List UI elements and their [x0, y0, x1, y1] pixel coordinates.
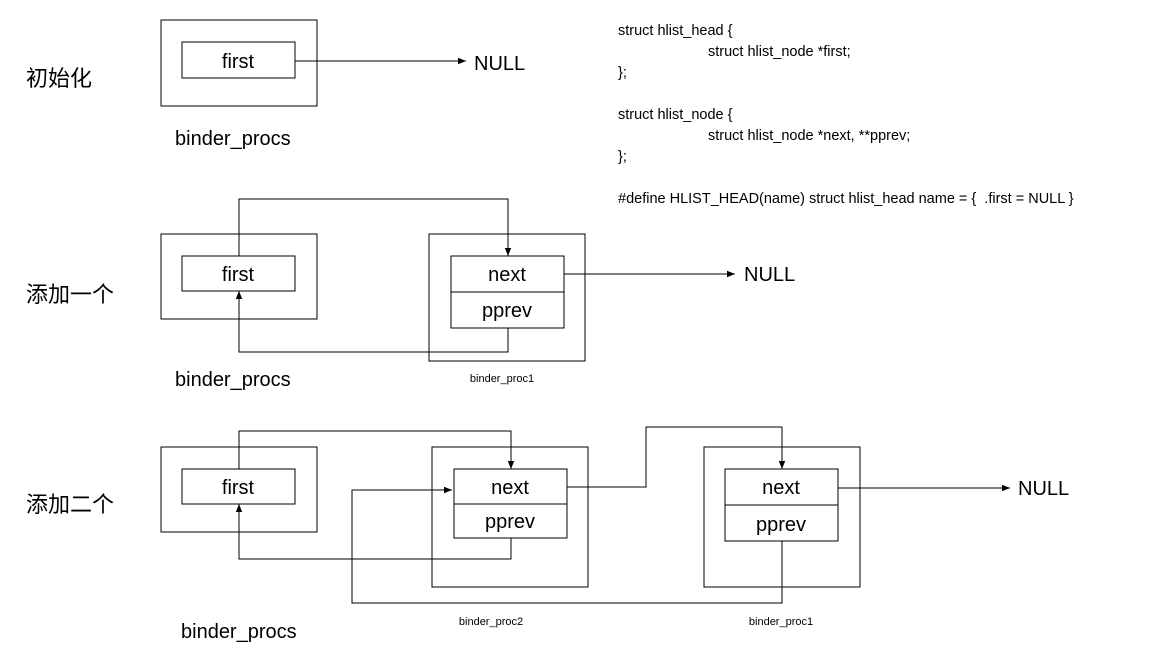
- code-line: struct hlist_node *first;: [708, 44, 851, 60]
- add-one-group: first binder_procs next pprev binder_pro…: [160, 198, 795, 391]
- proc2-pprev-to-first-arrow: [235, 504, 512, 560]
- first-field-box: [181, 41, 296, 79]
- proc2-next-to-proc1-next-arrow: [567, 426, 786, 488]
- proc1-name-label: binder_proc1: [470, 373, 534, 385]
- code-blank-line: [618, 84, 1163, 105]
- head-name-label: binder_procs: [181, 621, 297, 643]
- pprev-to-first-arrow: [235, 291, 509, 353]
- proc1-name-label: binder_proc1: [749, 616, 813, 628]
- next-field-label: next: [491, 477, 529, 499]
- add-two-group: first binder_procs next pprev binder_pro…: [160, 426, 1069, 643]
- first-field-label: first: [222, 477, 255, 499]
- head-name-label: binder_procs: [175, 128, 291, 150]
- init-group: first NULL binder_procs: [160, 19, 525, 150]
- first-field-label: first: [222, 264, 255, 286]
- code-line: #define HLIST_HEAD(name) struct hlist_he…: [618, 191, 1074, 207]
- row-label-add-one: 添加一个: [26, 283, 114, 308]
- code-line: struct hlist_node {: [618, 107, 733, 123]
- null-label: NULL: [744, 264, 795, 286]
- pprev-field-label: pprev: [485, 511, 535, 533]
- first-to-next-arrow: [238, 198, 512, 256]
- struct-definitions-code: struct hlist_head { struct hlist_node *f…: [618, 21, 1163, 210]
- next-field-label: next: [762, 477, 800, 499]
- proc2-outer-box: [431, 446, 589, 588]
- code-line: };: [618, 149, 627, 165]
- proc2-name-label: binder_proc2: [459, 616, 523, 628]
- proc1-pprev-to-proc2-next-arrow: [351, 486, 783, 604]
- null-label: NULL: [1018, 478, 1069, 500]
- row-label-add-two: 添加二个: [26, 493, 114, 518]
- code-line: };: [618, 65, 627, 81]
- code-blank-line: [618, 168, 1163, 189]
- head-name-label: binder_procs: [175, 369, 291, 391]
- null-label: NULL: [474, 53, 525, 75]
- pprev-field-label: pprev: [756, 514, 806, 536]
- code-line: struct hlist_head {: [618, 23, 733, 39]
- head-outer-box: [160, 19, 318, 107]
- proc1-outer-box: [428, 233, 586, 362]
- first-field-label: first: [222, 51, 255, 73]
- row-label-init: 初始化: [26, 67, 92, 92]
- pprev-field-label: pprev: [482, 300, 532, 322]
- next-field-label: next: [488, 264, 526, 286]
- first-to-proc2-next-arrow: [238, 430, 515, 469]
- code-line: struct hlist_node *next, **pprev;: [708, 128, 911, 144]
